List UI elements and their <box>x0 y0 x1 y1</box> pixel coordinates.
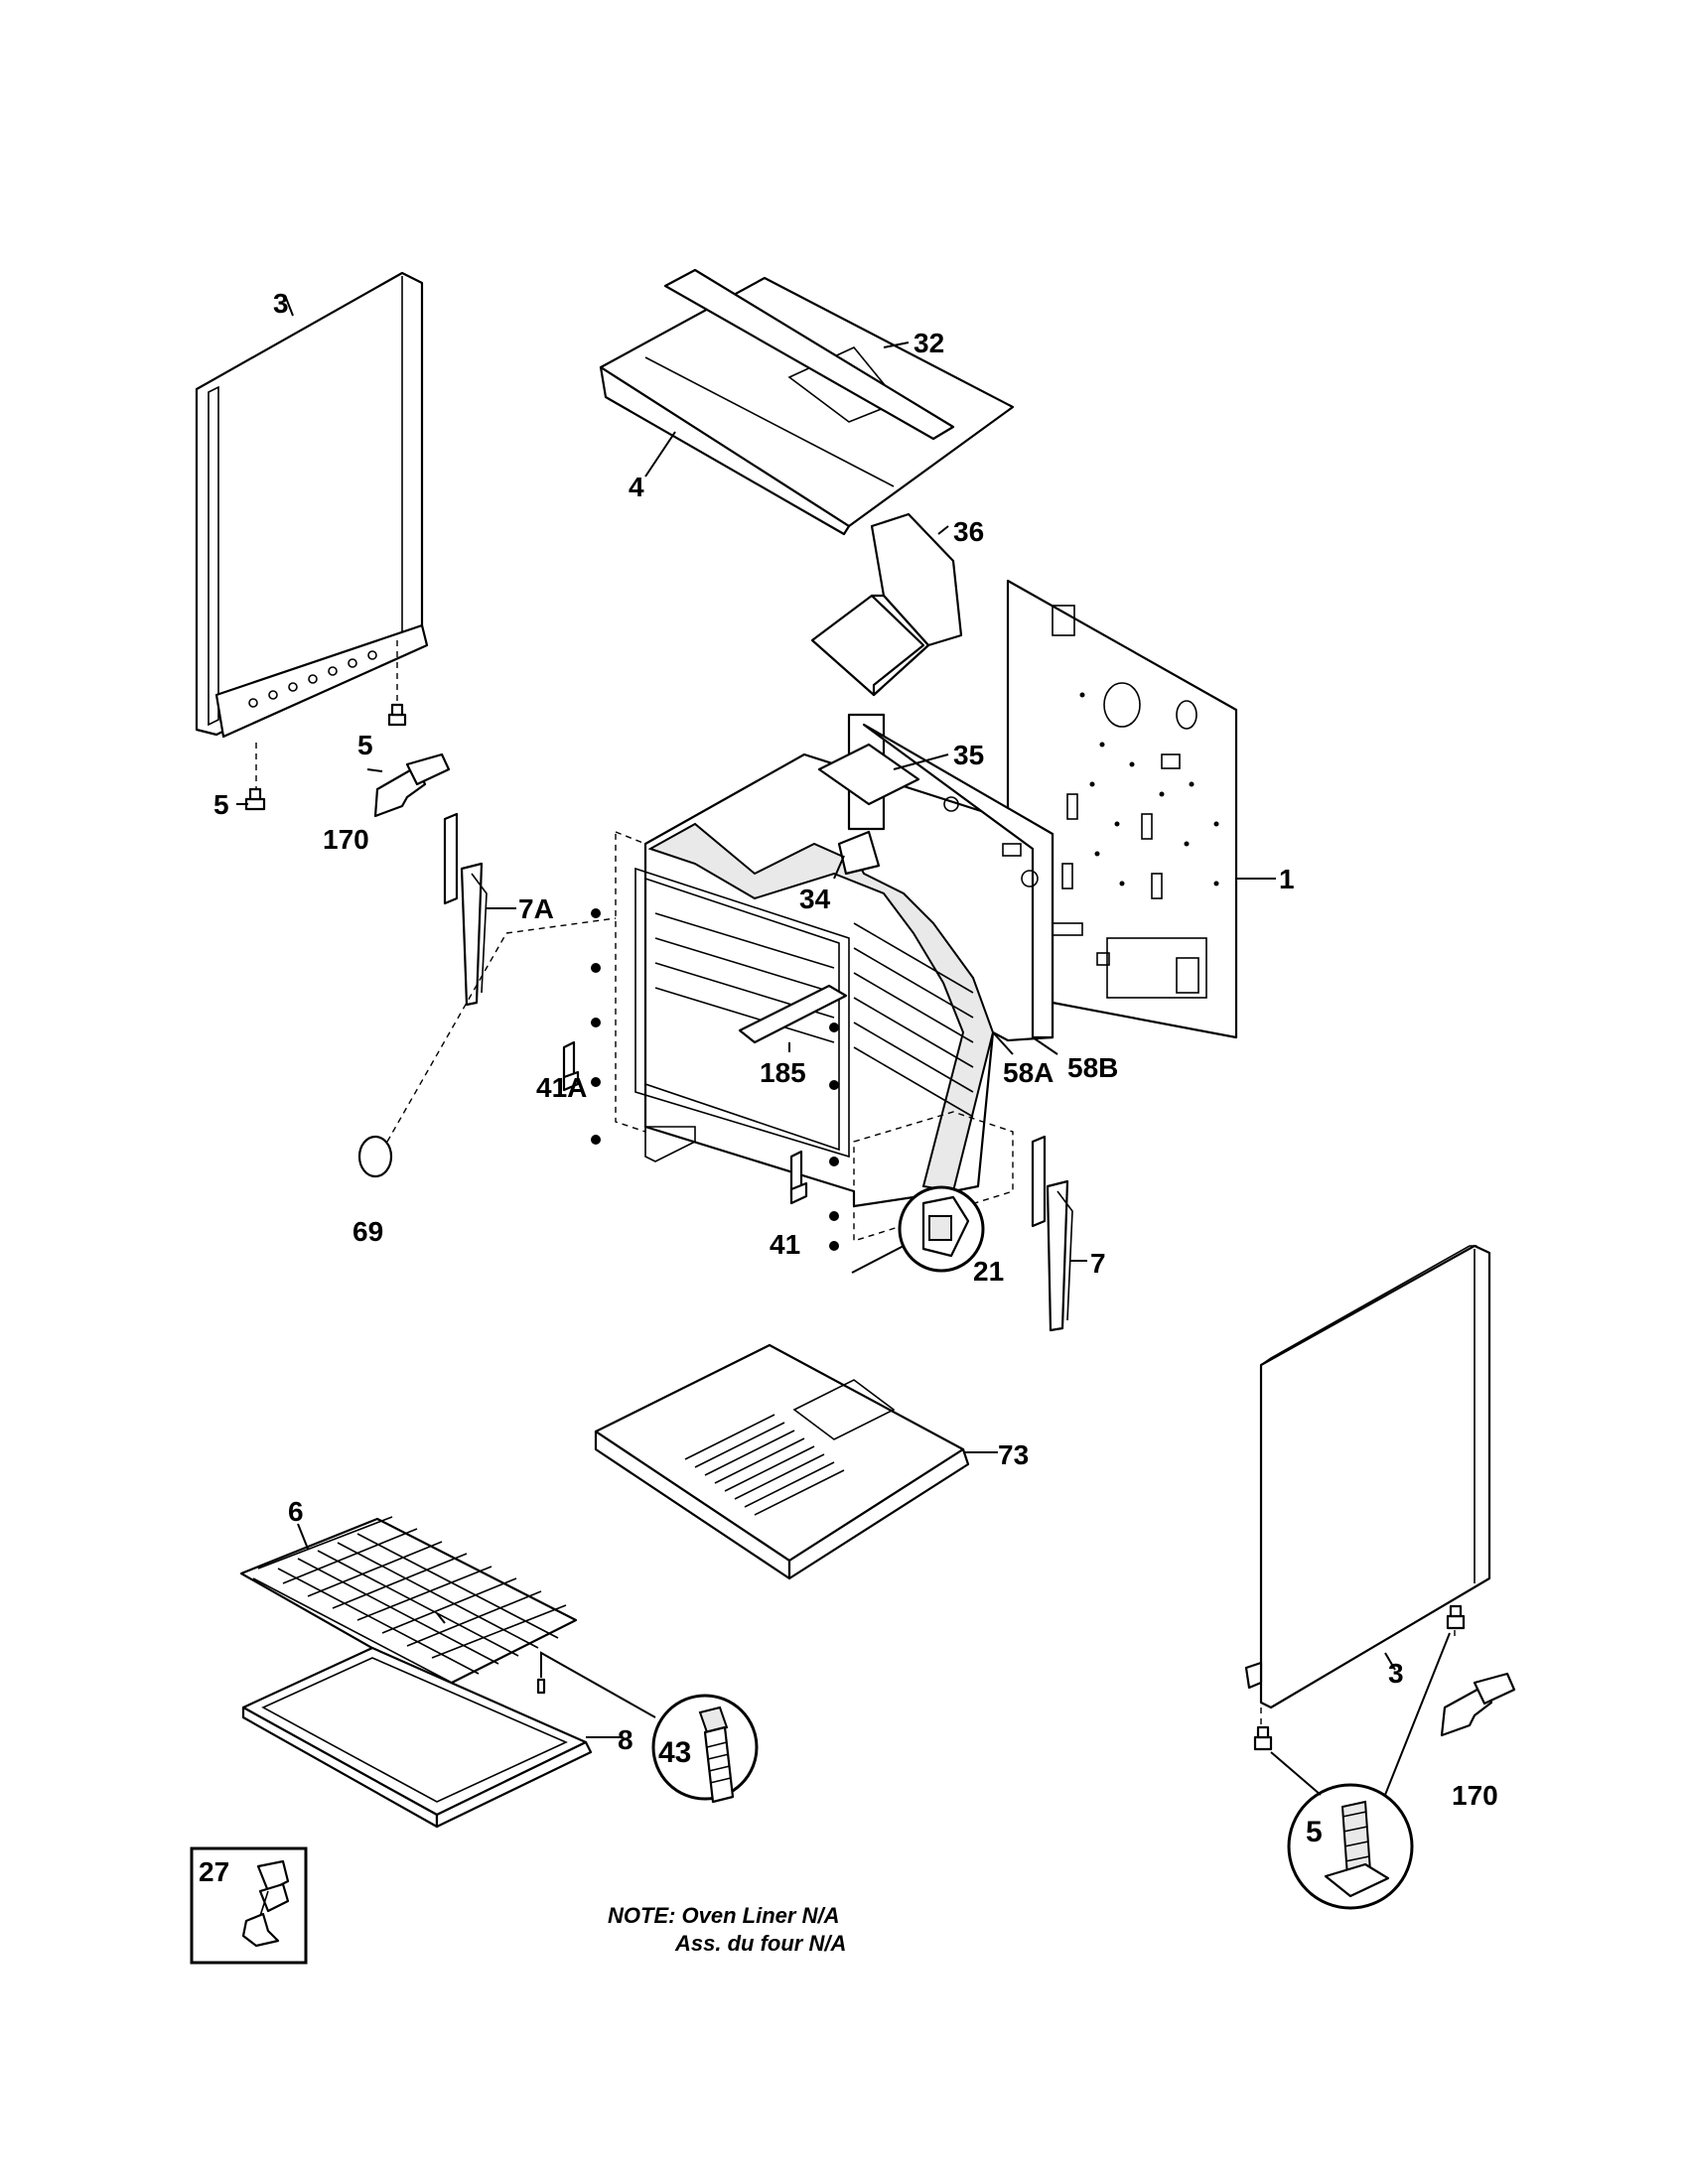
label-5-upper: 5 <box>357 730 373 760</box>
vent-duct <box>810 512 963 697</box>
label-3-left: 3 <box>273 288 289 319</box>
right-side-panel <box>1244 1244 1491 1742</box>
label-170-left: 170 <box>323 824 369 855</box>
detail-circle-5 <box>1270 1632 1451 1910</box>
leader-lines <box>236 341 1087 1624</box>
label-8: 8 <box>618 1724 633 1755</box>
label-5-circle: 5 <box>1306 1816 1323 1848</box>
plug-69 <box>357 917 617 1178</box>
hinge-receiver-7A <box>443 812 488 1007</box>
top-burner-box <box>599 268 1015 536</box>
broiler-pan-8 <box>241 1646 621 1829</box>
callout-labels: 3 32 4 36 1 35 34 5 5 170 7A 185 58A 58B… <box>199 288 1498 1887</box>
screw-5-upper <box>387 703 407 727</box>
label-43: 43 <box>658 1736 691 1769</box>
detail-circle-43 <box>536 1651 759 1804</box>
detail-circle-21 <box>851 1185 985 1274</box>
screw-5-lower <box>244 787 266 811</box>
label-58A: 58A <box>1003 1057 1054 1088</box>
label-41: 41 <box>770 1229 800 1260</box>
label-6: 6 <box>288 1496 304 1527</box>
oven-rack-6 <box>239 1516 578 1690</box>
oven-body <box>591 713 1055 1251</box>
bracket-41A <box>562 1040 580 1092</box>
label-7A: 7A <box>518 893 554 924</box>
label-3-right: 3 <box>1388 1658 1404 1689</box>
label-58B: 58B <box>1067 1052 1118 1083</box>
label-170-right: 170 <box>1452 1780 1498 1811</box>
note-line-2: Ass. du four N/A <box>674 1931 846 1956</box>
bracket-41 <box>789 1150 808 1205</box>
label-7: 7 <box>1090 1248 1106 1279</box>
screw-5-right-bottom <box>1253 1725 1273 1751</box>
liner-note: NOTE: Oven Liner N/A Ass. du four N/A <box>608 1903 846 1956</box>
hinge-receiver-7 <box>1031 1135 1073 1332</box>
label-32: 32 <box>914 328 944 358</box>
label-1: 1 <box>1279 864 1295 894</box>
hinge-170-left <box>373 752 451 818</box>
label-41A: 41A <box>536 1072 587 1103</box>
left-side-panel <box>195 271 429 799</box>
label-27: 27 <box>199 1856 229 1887</box>
hinge-170-right <box>1440 1672 1516 1737</box>
label-34: 34 <box>799 884 831 914</box>
label-5-lower: 5 <box>213 789 229 820</box>
inset-box-27 <box>190 1846 308 1965</box>
label-35: 35 <box>953 740 984 770</box>
label-4: 4 <box>629 472 644 502</box>
screw-5-right-top <box>1446 1604 1466 1630</box>
label-73: 73 <box>998 1439 1029 1470</box>
note-line-1: NOTE: Oven Liner N/A <box>608 1903 839 1928</box>
label-69: 69 <box>352 1216 383 1247</box>
label-36: 36 <box>953 516 984 547</box>
label-185: 185 <box>760 1057 806 1088</box>
oven-bottom-73 <box>594 1343 998 1580</box>
label-21: 21 <box>973 1256 1004 1287</box>
